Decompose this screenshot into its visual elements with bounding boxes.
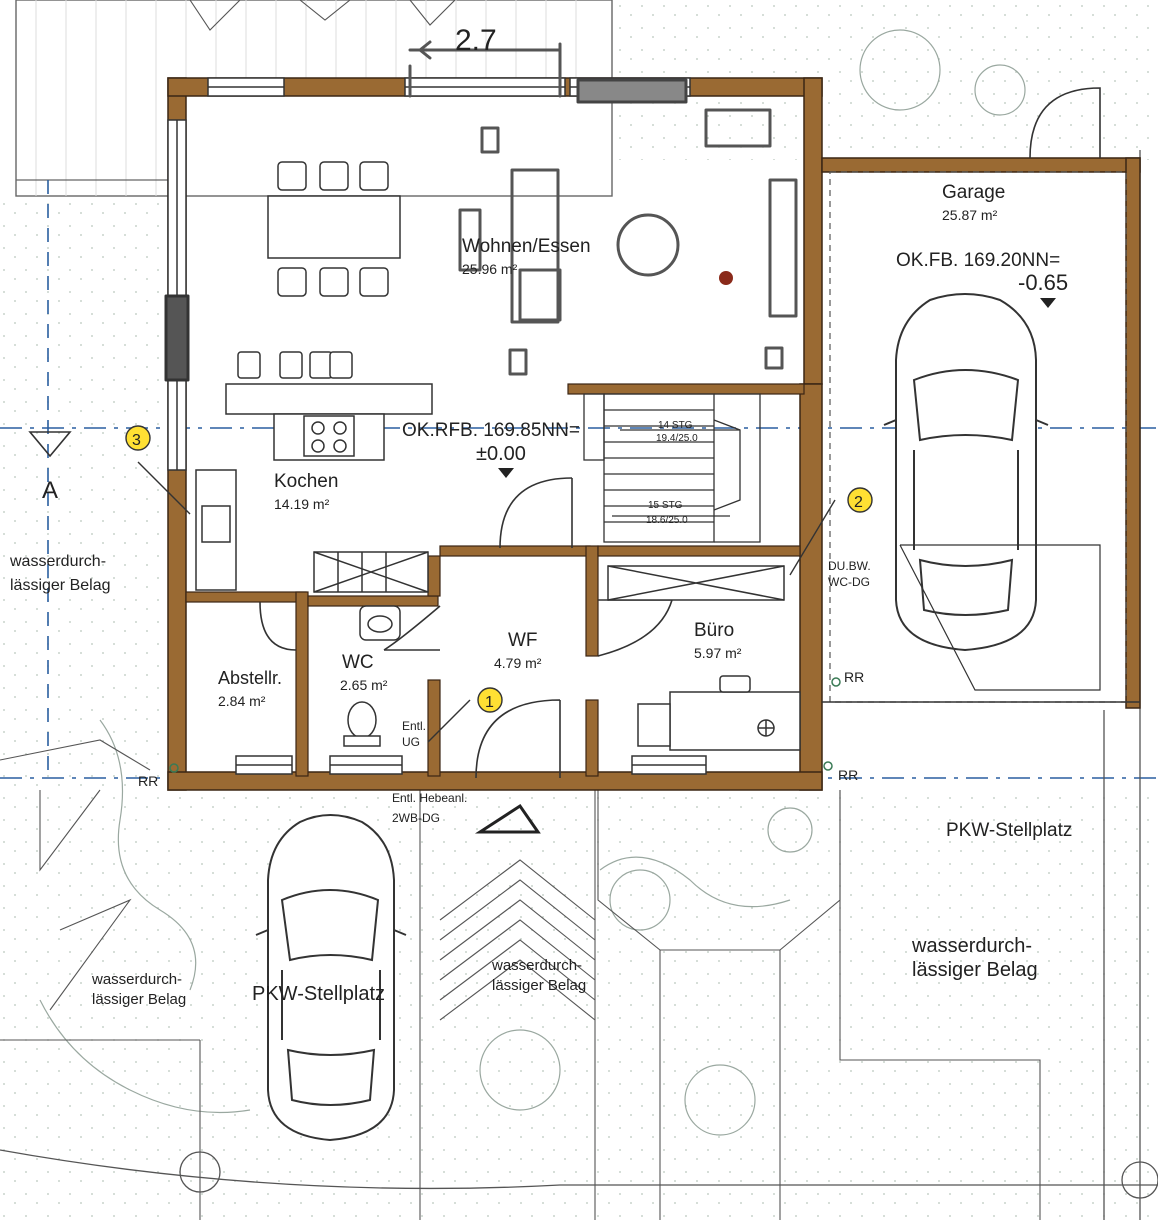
terrace <box>15 0 613 197</box>
section-marker <box>28 431 72 458</box>
entrance-steps <box>439 859 596 1021</box>
room-area-abstell: 2.84 m² <box>218 693 266 709</box>
garage-layout <box>822 171 1140 703</box>
outdoor-geometry <box>0 739 1041 1220</box>
floor-level-label: OK.RFB. 169.85NN= <box>402 420 580 441</box>
room-name-wf: WF <box>508 630 538 651</box>
room-area-wf: 4.79 m² <box>494 655 542 671</box>
planting <box>39 29 1026 1136</box>
room-area-buero: 5.97 m² <box>694 645 742 661</box>
callout-markers <box>125 425 873 743</box>
note-ug: UG <box>402 735 420 749</box>
level-arrows <box>474 298 1056 834</box>
belag-bl-line1: wasserdurch- <box>91 971 182 988</box>
note-rr-right: RR <box>838 767 858 783</box>
belag-bl-line2: lässiger Belag <box>92 991 186 1008</box>
room-name-wohnen: Wohnen/Essen <box>462 236 591 257</box>
pencil-sketch <box>164 40 798 382</box>
note-rr-left: RR <box>138 773 158 789</box>
room-name-wc: WC <box>342 652 374 673</box>
stair-lower-steps: 15 STG <box>648 500 683 511</box>
rr-dots <box>169 677 841 773</box>
stair-upper-ratio: 19.4/25.0 <box>656 433 698 444</box>
belag-center-line1: wasserdurch- <box>491 957 582 974</box>
pkw-label-right: PKW-Stellplatz <box>946 820 1072 841</box>
note-du-bw: DU.BW. <box>828 559 871 573</box>
gravel-left <box>0 200 168 1220</box>
staircase <box>583 393 761 543</box>
garage-level-value: -0.65 <box>1018 270 1068 295</box>
room-area-wc: 2.65 m² <box>340 677 388 693</box>
callout-2: 2 <box>854 494 863 511</box>
belag-left-line2: lässiger Belag <box>10 577 111 594</box>
room-name-garage: Garage <box>942 182 1005 203</box>
red-mark <box>719 271 733 285</box>
dining-furniture <box>267 161 401 297</box>
room-name-abstell: Abstellr. <box>218 668 282 688</box>
garage-level-label: OK.FB. 169.20NN= <box>896 250 1060 271</box>
sanitary-fixtures <box>343 605 401 747</box>
callout-1: 1 <box>485 694 494 711</box>
room-name-buero: Büro <box>694 620 734 641</box>
room-name-kochen: Kochen <box>274 471 338 492</box>
kitchen-furniture <box>195 351 433 593</box>
sketch-dimension: 2.7 <box>455 24 497 57</box>
note-entl: Entl. <box>402 719 426 733</box>
note-hebeanl: Entl. Hebeanl. <box>392 791 467 805</box>
office-furniture <box>607 565 801 751</box>
belag-center-line2: lässiger Belag <box>492 977 586 994</box>
callout-3: 3 <box>132 432 141 449</box>
room-area-kochen: 14.19 m² <box>274 496 330 512</box>
belag-left-line1: wasserdurch- <box>9 553 106 570</box>
floor-level-value: ±0.00 <box>476 443 526 465</box>
stair-upper-steps: 14 STG <box>658 420 693 431</box>
note-wc-dg: WC-DG <box>828 575 870 589</box>
room-area-wohnen: 25.96 m² <box>462 261 518 277</box>
car-garage <box>883 293 1049 652</box>
belag-right-line1: wasserdurch- <box>911 935 1032 957</box>
car-front-parking <box>255 814 407 1142</box>
room-area-garage: 25.87 m² <box>942 207 998 223</box>
section-marker-label: A <box>42 477 58 504</box>
note-wb-dg: 2WB-DG <box>392 811 440 825</box>
belag-right-line2: lässiger Belag <box>912 959 1038 981</box>
pkw-label-front: PKW-Stellplatz <box>252 983 385 1005</box>
note-rr-garage: RR <box>844 669 864 685</box>
stair-lower-ratio: 18.6/25.0 <box>646 515 688 526</box>
